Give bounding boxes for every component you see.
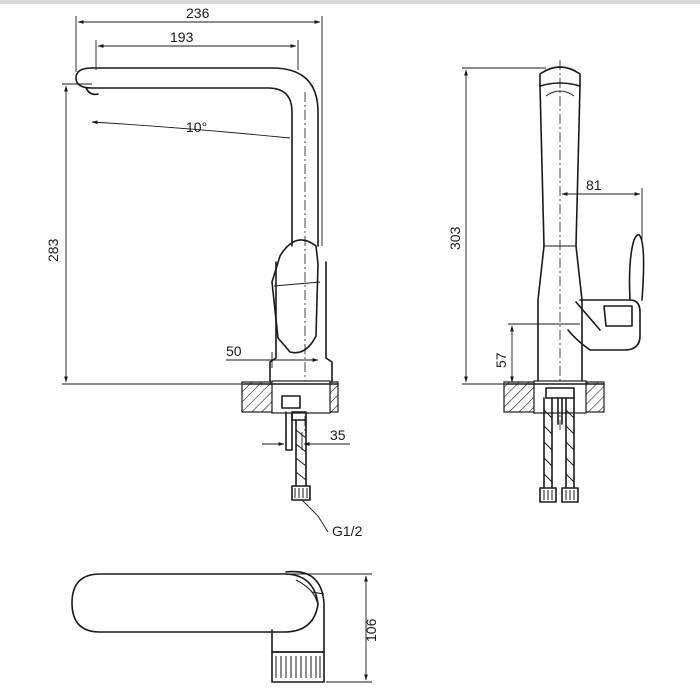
top-border-strip	[0, 0, 700, 4]
top-spout-outline	[71, 573, 319, 633]
dim-57-label: 57	[493, 352, 509, 368]
side-view-dimensions: 236 193 10° 283 50 35 G1/2	[45, 5, 363, 539]
side-hose-fitting	[291, 485, 311, 501]
front-supply-hoses	[543, 397, 575, 489]
dim-35-label: 35	[330, 427, 346, 443]
top-view-dimensions: 106	[290, 573, 379, 683]
side-supply-hose	[295, 419, 307, 487]
spout-tip	[75, 67, 99, 96]
top-handle-knurl	[271, 651, 325, 683]
front-view-dimensions: 303 81 57	[447, 67, 643, 385]
spout-outline	[91, 67, 319, 247]
top-view	[71, 570, 325, 683]
side-handle	[271, 239, 319, 354]
front-neck-outline	[537, 85, 583, 383]
dim-50-label: 50	[226, 343, 242, 359]
top-body-outline	[271, 570, 325, 653]
front-view	[503, 60, 645, 503]
dim-193-label: 193	[170, 29, 194, 45]
side-body-outline	[269, 261, 333, 383]
side-view	[75, 67, 339, 501]
front-handle-lever	[567, 299, 641, 351]
dim-303-label: 303	[447, 226, 463, 250]
dim-283-label: 283	[45, 238, 61, 262]
dim-236-label: 236	[186, 5, 210, 21]
dim-81-label: 81	[586, 177, 602, 193]
front-handle-grip	[628, 233, 645, 301]
dim-106-label: 106	[363, 618, 379, 642]
side-mounting-shank	[285, 411, 293, 451]
dim-10deg-label: 10°	[186, 119, 207, 135]
thread-spec-label: G1/2	[332, 523, 363, 539]
